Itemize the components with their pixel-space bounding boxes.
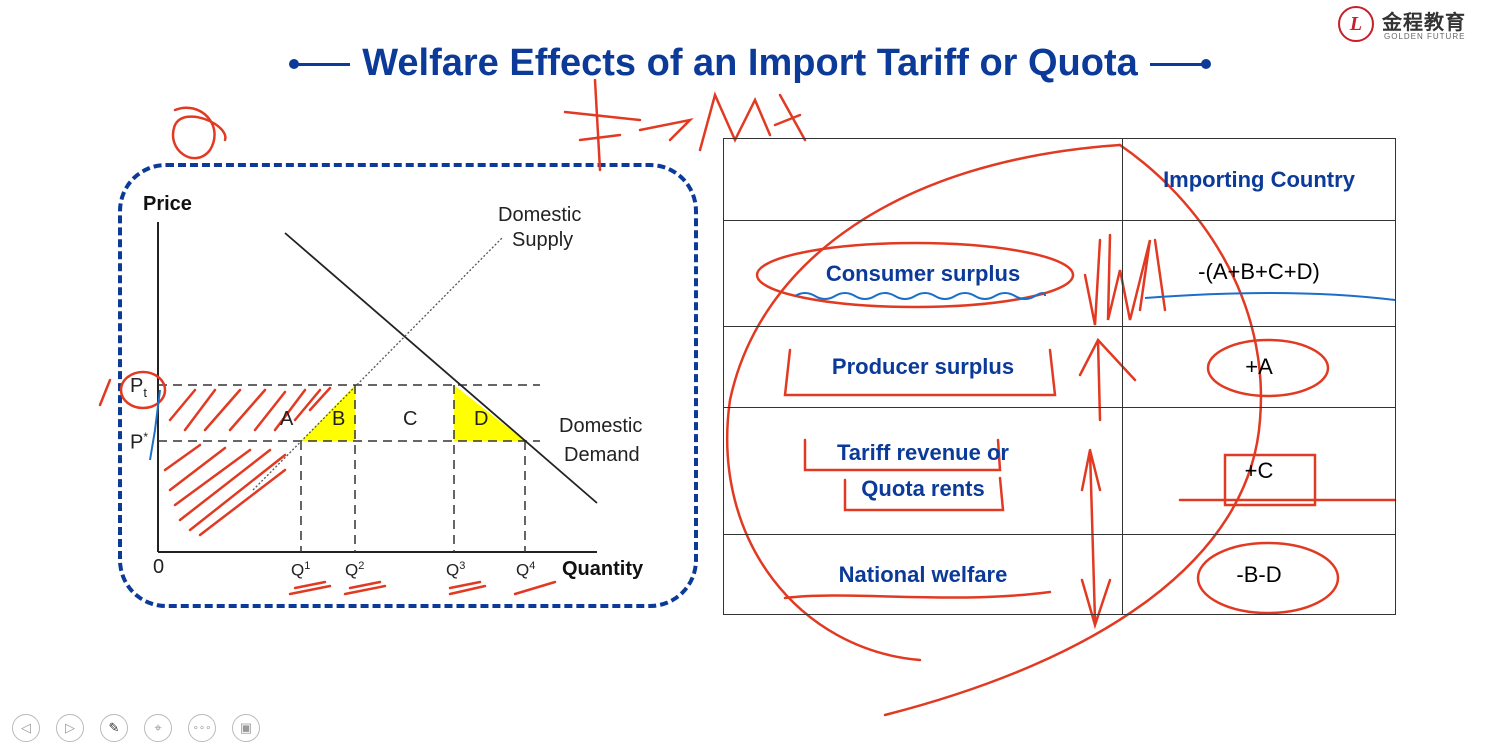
logo-seal: L	[1338, 6, 1374, 42]
quota-rents-text: Quota rents	[861, 476, 985, 501]
or-text: or	[980, 440, 1009, 465]
y-axis-label: Price	[143, 193, 192, 215]
row-value-consumer-surplus: -(A+B+C+D)	[1122, 220, 1396, 327]
origin-label: 0	[153, 556, 165, 578]
demand-label-2: Demand	[564, 444, 640, 466]
q3-label: Q3	[446, 560, 465, 581]
demand-label-1: Domestic	[559, 415, 643, 437]
logo-cn: 金程教育	[1382, 12, 1466, 34]
q4-sup: 4	[529, 560, 536, 572]
table-row: Consumer surplus -(A+B+C+D)	[723, 220, 1396, 327]
more-icon[interactable]: ∘∘∘	[188, 714, 216, 742]
logo: L 金程教育 GOLDEN FUTURE	[1338, 4, 1488, 44]
welfare-table: Importing Country Consumer surplus -(A+B…	[723, 138, 1396, 615]
header-importing-country: Importing Country	[1122, 138, 1396, 221]
title-text: Welfare Effects of an Import Tariff or Q…	[362, 42, 1138, 84]
q1-sup: 1	[304, 560, 311, 572]
area-b-label: B	[332, 408, 346, 430]
pt-sub: t	[143, 385, 147, 400]
slide-title: Welfare Effects of an Import Tariff or Q…	[0, 42, 1500, 85]
pstar-p: P	[130, 431, 144, 454]
q2-sup: 2	[358, 560, 365, 572]
area-d-label: D	[474, 408, 489, 430]
row-value-national-welfare: -B-D	[1122, 534, 1396, 615]
q1-q: Q	[291, 560, 305, 580]
supply-curve	[252, 236, 504, 491]
q2-label: Q2	[345, 560, 364, 581]
area-c-label: C	[403, 408, 418, 430]
pen-icon[interactable]: ✎	[100, 714, 128, 742]
q1-label: Q1	[291, 560, 310, 581]
slideshow-toolbar: ◁ ▷ ✎ ⌖ ∘∘∘ ▣	[12, 714, 260, 742]
pt-p: P	[130, 375, 144, 397]
row-label-consumer-surplus: Consumer surplus	[723, 220, 1123, 327]
demand-curve	[284, 232, 598, 504]
area-a-label: A	[280, 408, 294, 430]
supply-label-1: Domestic	[498, 204, 582, 226]
area-d-fill	[454, 385, 525, 441]
row-label-producer-surplus: Producer surplus	[723, 326, 1123, 408]
row-value-producer-surplus: +A	[1122, 326, 1396, 408]
supply-label-2: Supply	[512, 229, 574, 251]
prev-icon[interactable]: ◁	[12, 714, 40, 742]
logo-en: GOLDEN FUTURE	[1384, 32, 1466, 41]
graph-frame	[118, 163, 698, 608]
header-empty-cell	[723, 138, 1123, 221]
pstar-sup: *	[143, 430, 149, 444]
table-row: Tariff revenue or Quota rents +C	[723, 407, 1396, 535]
row-label-national-welfare: National welfare	[723, 534, 1123, 615]
q3-sup: 3	[459, 560, 466, 572]
q4-label: Q4	[516, 560, 535, 581]
pstar-label: P*	[130, 430, 148, 455]
screen-icon[interactable]: ▣	[232, 714, 260, 742]
table-row: National welfare -B-D	[723, 534, 1396, 615]
table-row: Producer surplus +A	[723, 326, 1396, 408]
q4-q: Q	[516, 560, 530, 580]
x-axis-label: Quantity	[562, 558, 644, 580]
row-value-tariff-revenue: +C	[1122, 407, 1396, 535]
title-bar-right	[1149, 59, 1211, 70]
pointer-icon[interactable]: ⌖	[144, 714, 172, 742]
q3-q: Q	[446, 560, 460, 580]
pt-label: Pt	[130, 375, 147, 400]
q2-q: Q	[345, 560, 359, 580]
next-icon[interactable]: ▷	[56, 714, 84, 742]
title-bar-left	[289, 59, 351, 70]
row-label-tariff-revenue: Tariff revenue or Quota rents	[723, 407, 1123, 535]
tariff-revenue-text: Tariff revenue	[837, 440, 981, 465]
table-header-row: Importing Country	[723, 138, 1396, 221]
